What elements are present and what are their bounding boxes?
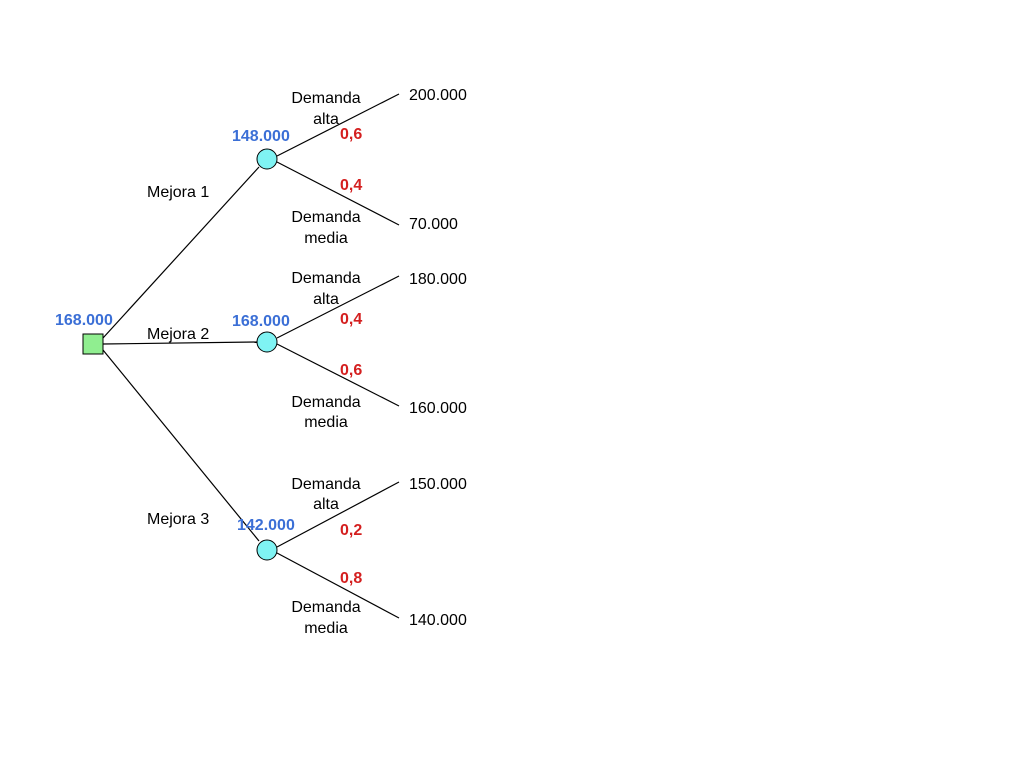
edge-mejora-2-high — [276, 275, 400, 339]
edge-root-mejora-2 — [102, 341, 258, 345]
outcome-label-mid-line1: Demanda — [291, 599, 360, 616]
payoff-mid: 140.000 — [409, 612, 467, 629]
outcome-label-high-line2: alta — [313, 496, 339, 513]
expected-value-mejora-2: 168.000 — [232, 313, 290, 330]
root-expected-value: 168.000 — [55, 312, 113, 329]
payoff-mid: 160.000 — [409, 400, 467, 417]
probability-mid: 0,8 — [340, 570, 362, 587]
edge-mejora-3-mid — [276, 552, 400, 619]
expected-value-mejora-3: 142.000 — [237, 517, 295, 534]
probability-mid: 0,4 — [340, 177, 362, 194]
outcome-label-mid-line1: Demanda — [291, 394, 360, 411]
outcome-label-high-line1: Demanda — [291, 476, 360, 493]
payoff-mid: 70.000 — [409, 216, 458, 233]
edge-mejora-3-high — [276, 481, 400, 548]
outcome-label-mid-line2: media — [304, 414, 348, 431]
chance-node-mejora-1 — [256, 148, 278, 170]
edge-root-mejora-1 — [102, 166, 260, 339]
probability-high: 0,2 — [340, 522, 362, 539]
option-label-mejora-3: Mejora 3 — [147, 511, 209, 528]
expected-value-mejora-1: 148.000 — [232, 128, 290, 145]
outcome-label-high-line2: alta — [313, 111, 339, 128]
option-label-mejora-2: Mejora 2 — [147, 326, 209, 343]
probability-mid: 0,6 — [340, 362, 362, 379]
payoff-high: 180.000 — [409, 271, 467, 288]
probability-high: 0,6 — [340, 126, 362, 143]
outcome-label-high-line2: alta — [313, 291, 339, 308]
decision-node — [82, 333, 104, 355]
outcome-label-mid-line2: media — [304, 230, 348, 247]
outcome-label-mid-line1: Demanda — [291, 209, 360, 226]
payoff-high: 150.000 — [409, 476, 467, 493]
option-label-mejora-1: Mejora 1 — [147, 184, 209, 201]
outcome-label-mid-line2: media — [304, 620, 348, 637]
outcome-label-high-line1: Demanda — [291, 90, 360, 107]
edge-mejora-1-mid — [276, 161, 400, 226]
chance-node-mejora-2 — [256, 331, 278, 353]
edge-mejora-2-mid — [276, 343, 400, 407]
chance-node-mejora-3 — [256, 539, 278, 561]
payoff-high: 200.000 — [409, 87, 467, 104]
edge-root-mejora-3 — [102, 349, 260, 542]
outcome-label-high-line1: Demanda — [291, 270, 360, 287]
probability-high: 0,4 — [340, 311, 362, 328]
edge-mejora-1-high — [276, 93, 400, 157]
